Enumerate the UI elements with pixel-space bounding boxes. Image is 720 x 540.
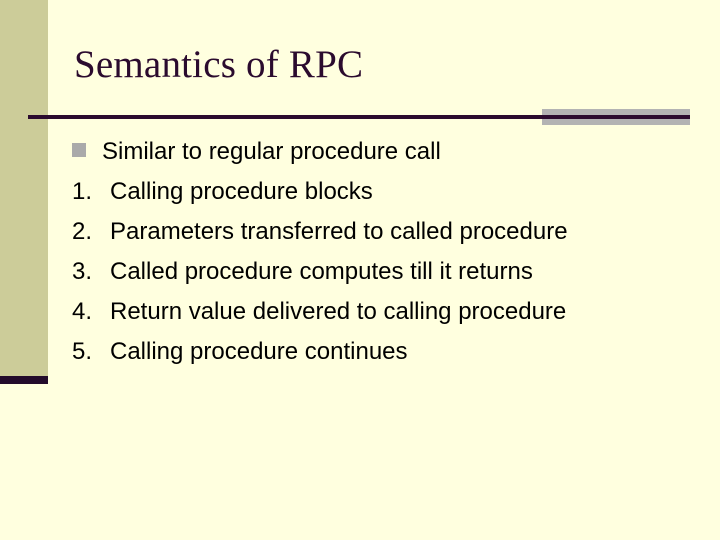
list-number-2: 2. — [72, 218, 93, 245]
left-accent-band — [0, 0, 48, 376]
numbered-list-item-2: 2. Parameters transferred to called proc… — [72, 212, 692, 252]
list-number-3: 3. — [72, 258, 93, 285]
list-number-1: 1. — [72, 178, 93, 205]
slide-title: Semantics of RPC — [74, 43, 364, 86]
square-bullet-icon — [72, 132, 102, 172]
divider-rule-line — [28, 115, 690, 119]
title-divider — [0, 104, 720, 130]
numbered-list-item-3: 3. Called procedure computes till it ret… — [72, 252, 692, 292]
list-number-4: 4. — [72, 298, 93, 325]
numbered-list-item-5: 5. Calling procedure continues — [72, 332, 692, 372]
bullet-item-label: Similar to regular procedure call — [102, 138, 441, 165]
bullet-list-item: Similar to regular procedure call — [72, 132, 692, 172]
numbered-item-label-3: Called procedure computes till it return… — [110, 258, 533, 285]
numbered-item-label-1: Calling procedure blocks — [110, 178, 373, 205]
slide-body: Similar to regular procedure call 1. Cal… — [72, 132, 692, 372]
numbered-item-label-4: Return value delivered to calling proced… — [110, 298, 567, 325]
left-accent-band-foot — [0, 376, 48, 384]
numbered-list-item-1: 1. Calling procedure blocks — [72, 172, 692, 212]
list-number-5: 5. — [72, 338, 93, 365]
numbered-list-item-4: 4. Return value delivered to calling pro… — [72, 292, 692, 332]
numbered-item-label-2: Parameters transferred to called procedu… — [110, 218, 568, 245]
numbered-item-label-5: Calling procedure continues — [110, 338, 408, 365]
